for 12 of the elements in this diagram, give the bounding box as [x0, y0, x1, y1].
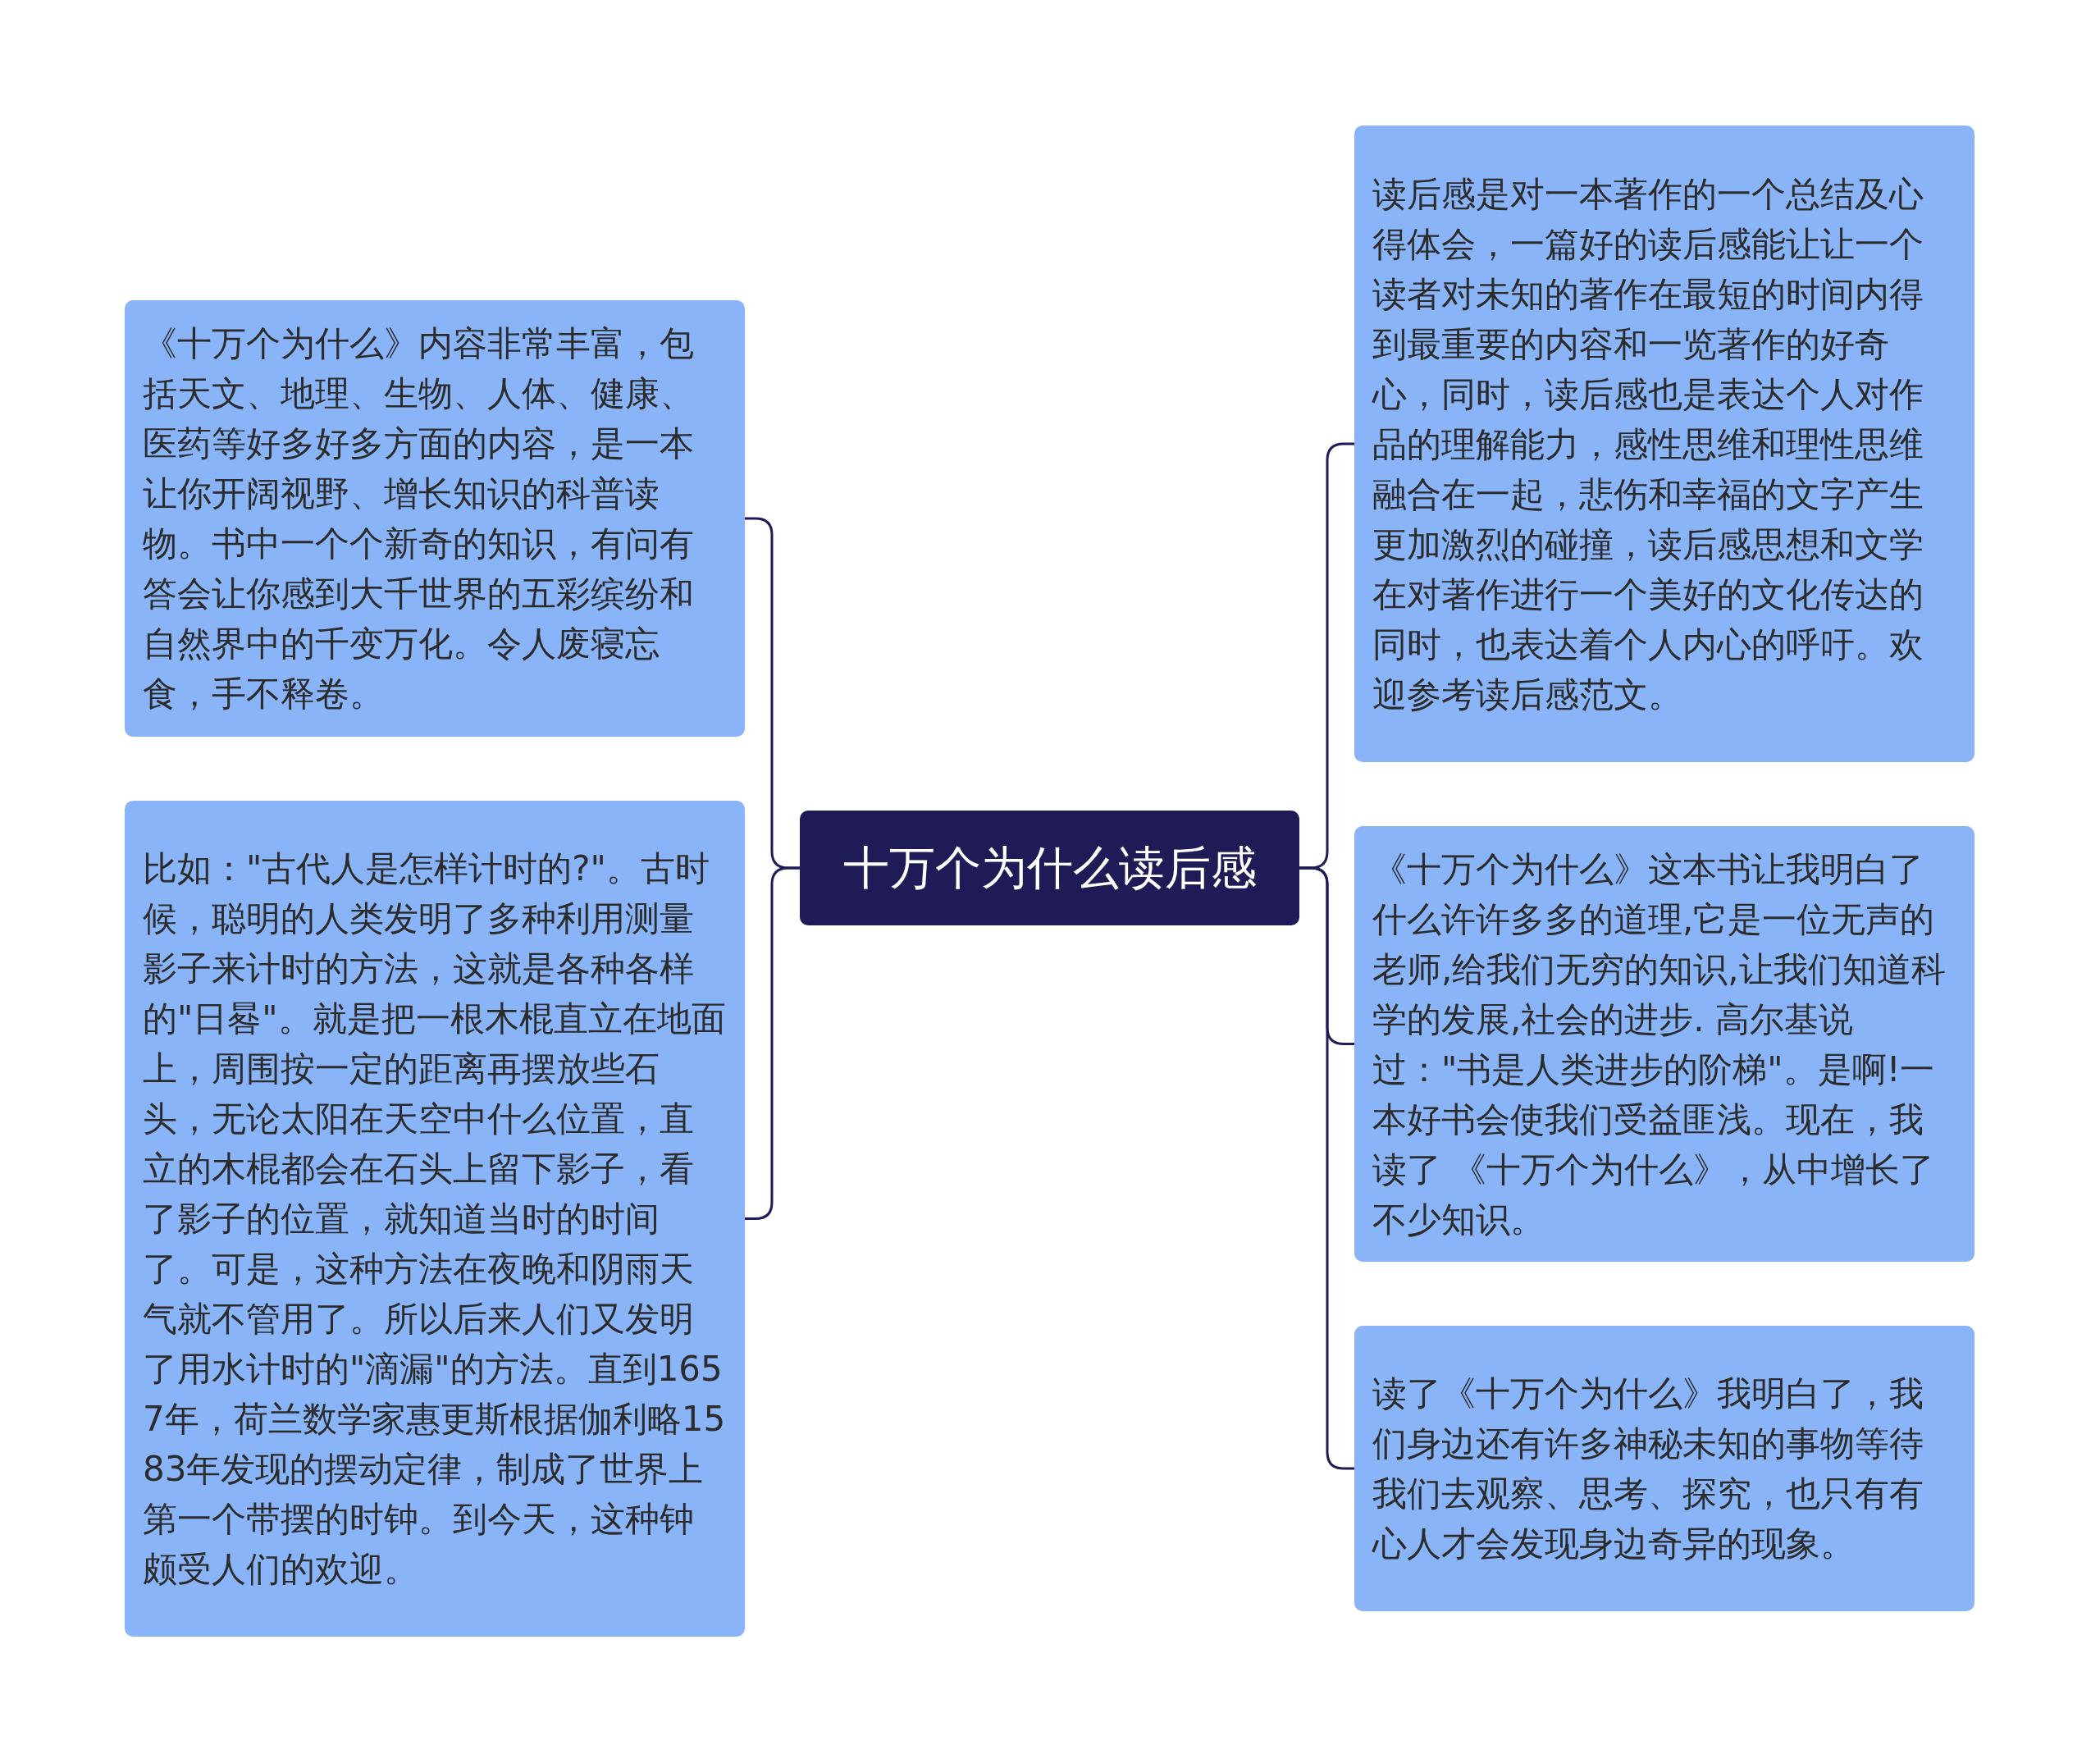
- topic-box: [800, 811, 1299, 925]
- paragraph: 读后感是对一本著作的一个总结及心得体会，一篇好的读后感能让让一个读者对未知的著作在最短的时间内得到最重要的内容和一览著作的好奇心，同时，读后感也是表达个人对作品的理解能力，感性思维和理性思维融合在一起，悲伤和幸福的文字产生更加激烈的碰撞，读后感思想和文学在对著作进行一个美好的文化传达的同时，也表达着个人内心的呼吁。欢迎参考读后感范文。: [1372, 172, 1924, 716]
- paragraph: 《十万个为什么》内容非常丰富，包括天文、地理、生物、人体、健康、医药等好多好多方面的内容，是一本让你开阔视野、增长知识的科普读物。书中一个个新奇的知识，有问有答会让你感到大千世界的五彩缤纷和自然界中的千变万化。令人废寝忘食，手不释卷。: [143, 322, 695, 715]
- text-card: [1354, 126, 1974, 762]
- text-card: [125, 801, 745, 1637]
- topic-title: 十万个为什么读后感: [842, 840, 1257, 896]
- text-card: [1354, 826, 1974, 1262]
- paragraph: 比如："古代人是怎样计时的?"。古时候，聪明的人类发明了多种利用测量影子来计时的方法，这就是各种各样的"日晷"。就是把一根木棍直立在地面上，周围按一定的距离再摆放些石头，无论太阳在天空中什么位置，直立的木棍都会在石头上留下影子，看了影子的位置，就知道当时的时间了。可是，这种方法在夜晚和阴雨天气就不管用了。所以后来人们又发明了用水计时的"滴漏"的方法。直到1657年，荷兰数学家惠更斯根据伽利略1583年发现的摆动定律，制成了世界上第一个带摆的时钟。到今天，这种钟颇受人们的欢迎。: [143, 847, 727, 1591]
- paragraph: 《十万个为什么》这本书让我明白了什么许许多多的道理,它是一位无声的老师,给我们无穷的知识,让我们知道科学的发展,社会的进步. 高尔基说过："书是人类进步的阶梯"。是啊!一本好书会使我们受益匪浅。现在，我读了 《十万个为什么》，从中增长了不少知识。: [1372, 847, 1947, 1241]
- text-card: [125, 300, 745, 737]
- paragraph: 读了《十万个为什么》我明白了，我们身边还有许多神秘未知的事物等待我们去观察、思考、探究，也只有有心人才会发现身边奇异的现象。: [1372, 1372, 1924, 1565]
- text-card: [1354, 1326, 1974, 1611]
